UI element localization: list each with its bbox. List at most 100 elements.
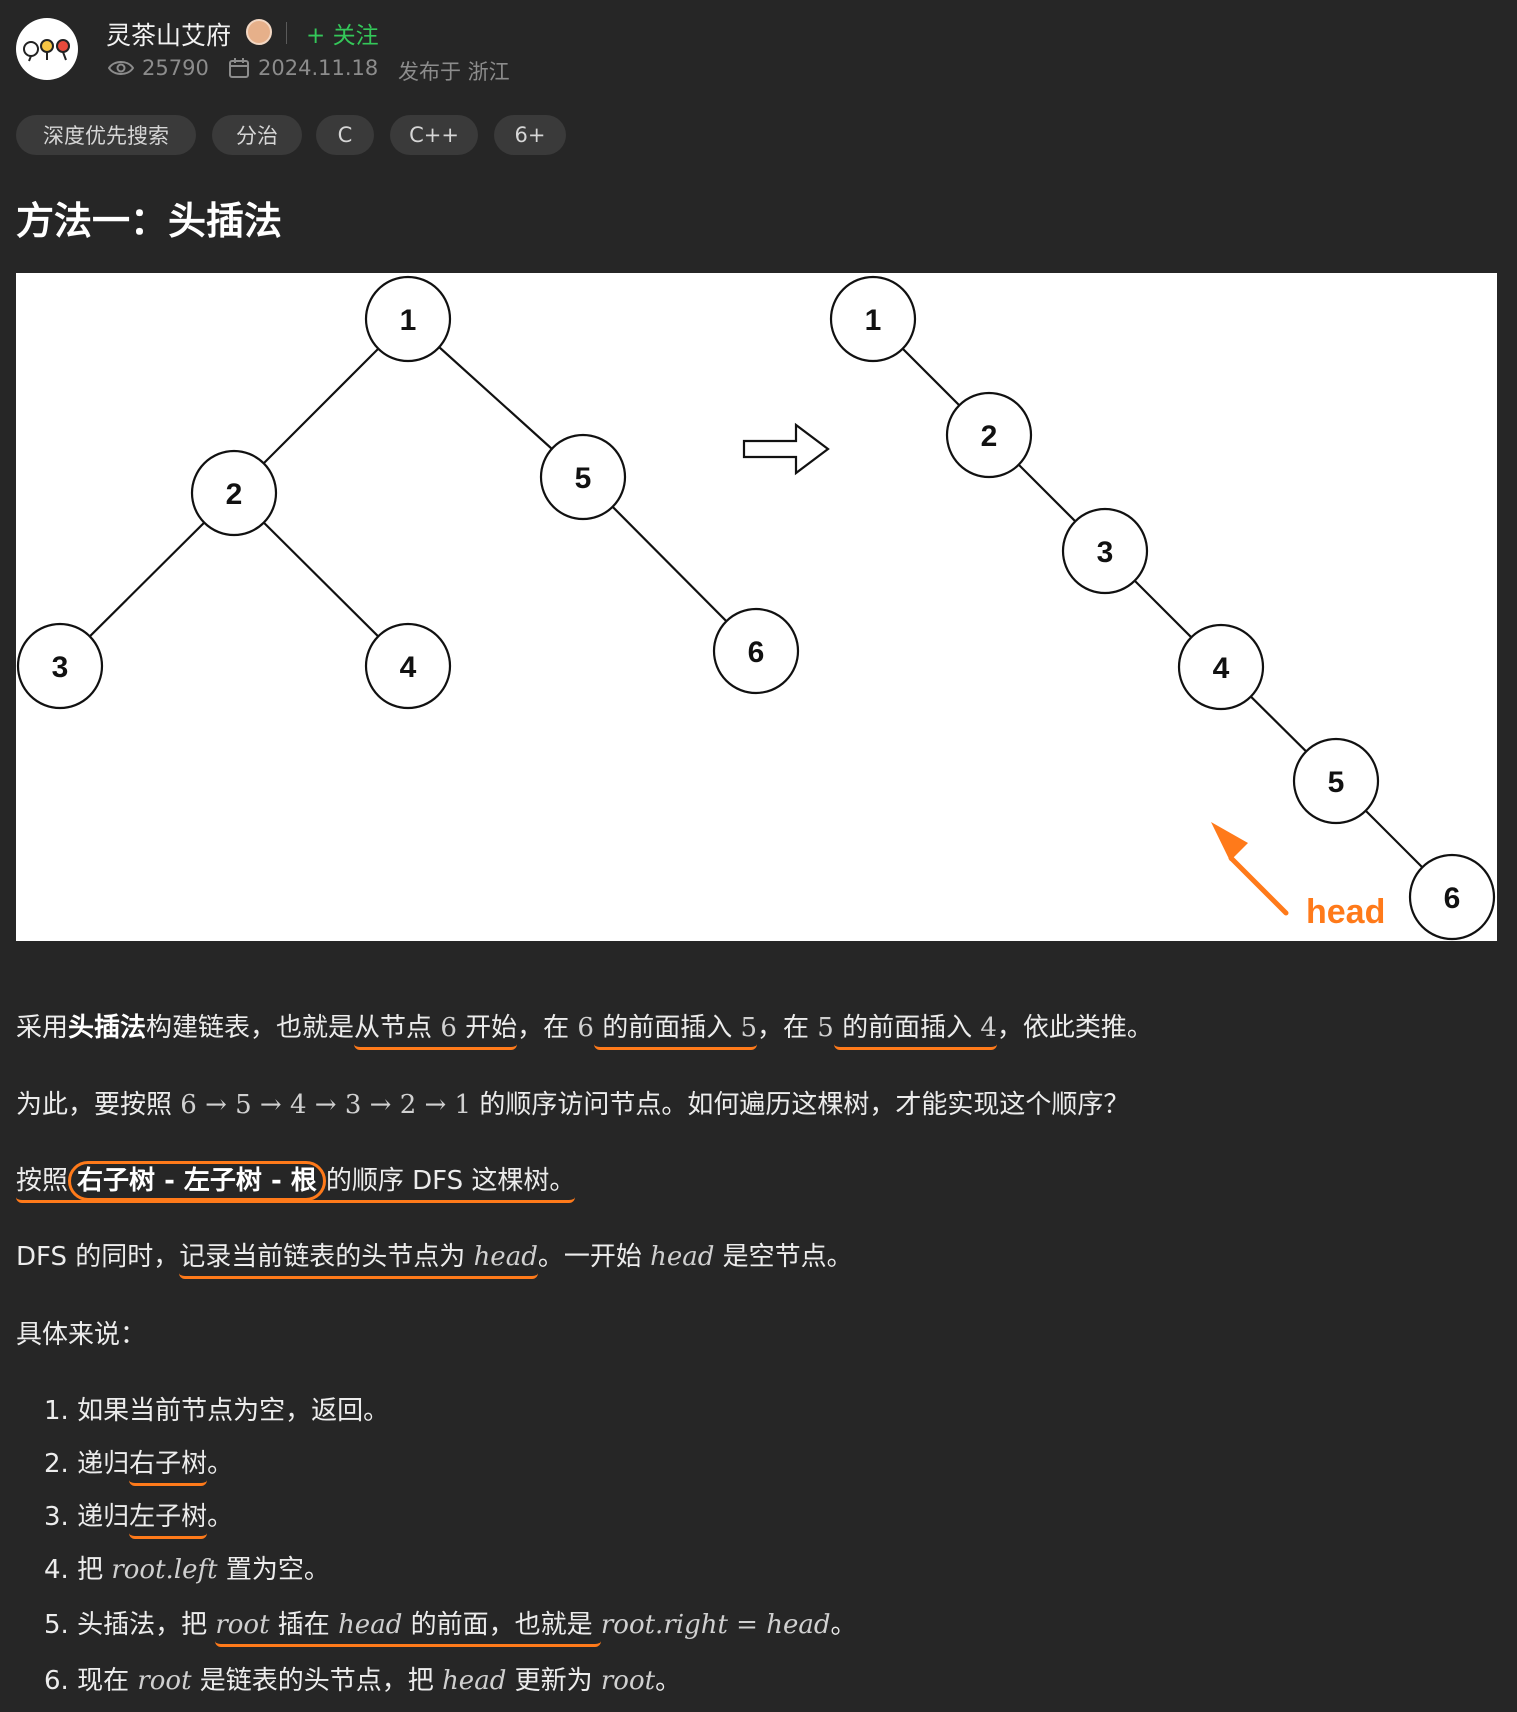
author-name[interactable]: 灵茶山艾府 <box>106 21 232 50</box>
text: 递归 <box>77 1502 130 1532</box>
text: ，在 <box>517 1013 578 1043</box>
text: 更新为 <box>506 1666 601 1696</box>
chain-node <box>1061 507 1149 595</box>
tag-more[interactable]: 6+ <box>494 115 566 155</box>
tree-diagram: 1 2 5 3 4 6 1 2 3 4 5 6 head <box>16 275 1496 941</box>
text: DFS 的同时， <box>16 1242 180 1272</box>
text: 递归 <box>77 1449 130 1479</box>
chain-node <box>1408 853 1496 941</box>
text-bold: 头插法 <box>68 1013 147 1043</box>
math-number: 6 <box>577 1013 594 1043</box>
chain-node <box>945 391 1033 479</box>
text: 按照 <box>16 1166 69 1196</box>
paragraph-1: 采用头插法构建链表，也就是从节点 6 开始，在 6 的前面插入 5，在 5 的前… <box>16 1007 1153 1050</box>
chain-node <box>1292 737 1380 825</box>
text: 。 <box>207 1502 234 1532</box>
node-label: 2 <box>226 478 243 511</box>
text: 头插法，把 <box>77 1610 216 1640</box>
text: 是链表的头节点，把 <box>191 1666 443 1696</box>
text: 记录当前链表的头节点为 <box>179 1242 474 1272</box>
math-var: root.left <box>111 1555 218 1585</box>
publish-date: 2024.11.18 <box>228 56 378 80</box>
list-item: 3. 递归左子树。 <box>44 1496 234 1539</box>
follow-button[interactable]: + 关注 <box>306 23 379 49</box>
tag-cpp[interactable]: C++ <box>390 115 478 155</box>
section-title: 方法一：头插法 <box>16 199 283 243</box>
text: 。一开始 <box>537 1242 651 1272</box>
math-number: 5 <box>817 1013 834 1043</box>
text: 把 <box>77 1555 112 1585</box>
text-underlined: 左子树 <box>129 1502 208 1539</box>
node-label: 5 <box>1328 766 1345 799</box>
author-avatar[interactable] <box>16 18 78 80</box>
list-item: 1. 如果当前节点为空，返回。 <box>44 1390 389 1427</box>
list-number: 5. <box>44 1610 78 1640</box>
list-number: 3. <box>44 1502 78 1532</box>
list-item: 4. 把 root.left 置为空。 <box>44 1549 330 1586</box>
tree-node <box>190 449 278 537</box>
text: 。 <box>207 1449 234 1479</box>
text: 现在 <box>77 1666 138 1696</box>
text: 的前面，也就是 <box>402 1610 601 1640</box>
node-label: 6 <box>748 636 765 669</box>
text: 采用 <box>16 1013 69 1043</box>
paragraph-5: 具体来说： <box>16 1320 147 1350</box>
text: 为此，要按照 <box>16 1090 181 1120</box>
tag-c[interactable]: C <box>316 115 374 155</box>
node-label: 1 <box>400 304 417 337</box>
tag-divide-conquer[interactable]: 分治 <box>212 115 302 155</box>
node-label: 4 <box>400 651 417 684</box>
math-var: head <box>338 1610 403 1640</box>
node-label: 2 <box>981 420 998 453</box>
math-var: head <box>650 1242 715 1272</box>
math-var: head <box>442 1666 507 1696</box>
text: 置为空。 <box>217 1555 330 1585</box>
text: 从节点 <box>354 1013 441 1043</box>
node-label: 4 <box>1213 652 1230 685</box>
header-divider <box>286 22 287 44</box>
text: 是空节点。 <box>714 1242 853 1272</box>
math-var: head <box>473 1242 538 1272</box>
tree-node <box>364 622 452 710</box>
list-number: 2. <box>44 1449 78 1479</box>
node-label: 6 <box>1444 882 1461 915</box>
list-number: 1. <box>44 1396 78 1426</box>
head-pointer-line <box>1228 855 1289 916</box>
tag-dfs[interactable]: 深度优先搜索 <box>16 115 196 155</box>
publish-date-value: 2024.11.18 <box>258 56 379 80</box>
math-number: 6 <box>440 1013 457 1043</box>
text: 插在 <box>269 1610 339 1640</box>
transform-arrow-icon <box>742 422 830 476</box>
text: 如果当前节点为空，返回。 <box>77 1396 390 1426</box>
math-var: root.right = head <box>600 1610 831 1640</box>
text: ，依此类推。 <box>996 1013 1153 1043</box>
node-label: 3 <box>52 651 69 684</box>
chain-node <box>829 275 917 363</box>
tree-node <box>539 433 627 521</box>
text: 。 <box>655 1666 682 1696</box>
text: 的顺序访问节点。如何遍历这棵树，才能实现这个顺序？ <box>471 1090 1130 1120</box>
tree-node <box>712 607 800 695</box>
calendar-icon <box>229 58 249 78</box>
math-var: root <box>215 1610 270 1640</box>
node-label: 3 <box>1097 536 1114 569</box>
node-label: 1 <box>865 304 882 337</box>
paragraph-4: DFS 的同时，记录当前链表的头节点为 head。一开始 head 是空节点。 <box>16 1236 853 1279</box>
text-underlined: 右子树 <box>129 1449 208 1486</box>
list-item: 2. 递归右子树。 <box>44 1443 234 1486</box>
text: 开始 <box>456 1013 518 1043</box>
math-var: root <box>137 1666 192 1696</box>
paragraph-3: 按照右子树 - 左子树 - 根的顺序 DFS 这棵树。 <box>16 1160 576 1203</box>
list-number: 6. <box>44 1666 78 1696</box>
eye-icon <box>108 61 134 75</box>
text: 的前面插入 <box>593 1013 741 1043</box>
view-count: 25790 <box>108 56 209 80</box>
text: 的顺序 DFS 这棵树。 <box>325 1166 576 1196</box>
head-pointer-arrowhead-icon <box>1211 822 1248 861</box>
text: 的前面插入 <box>833 1013 981 1043</box>
list-item: 5. 头插法，把 root 插在 head 的前面，也就是 root.right… <box>44 1604 857 1647</box>
math-var: root <box>600 1666 656 1696</box>
text-bold-circled: 右子树 - 左子树 - 根 <box>68 1161 326 1201</box>
list-number: 4. <box>44 1555 78 1585</box>
paragraph-2: 为此，要按照 6 → 5 → 4 → 3 → 2 → 1 的顺序访问节点。如何遍… <box>16 1084 1129 1121</box>
